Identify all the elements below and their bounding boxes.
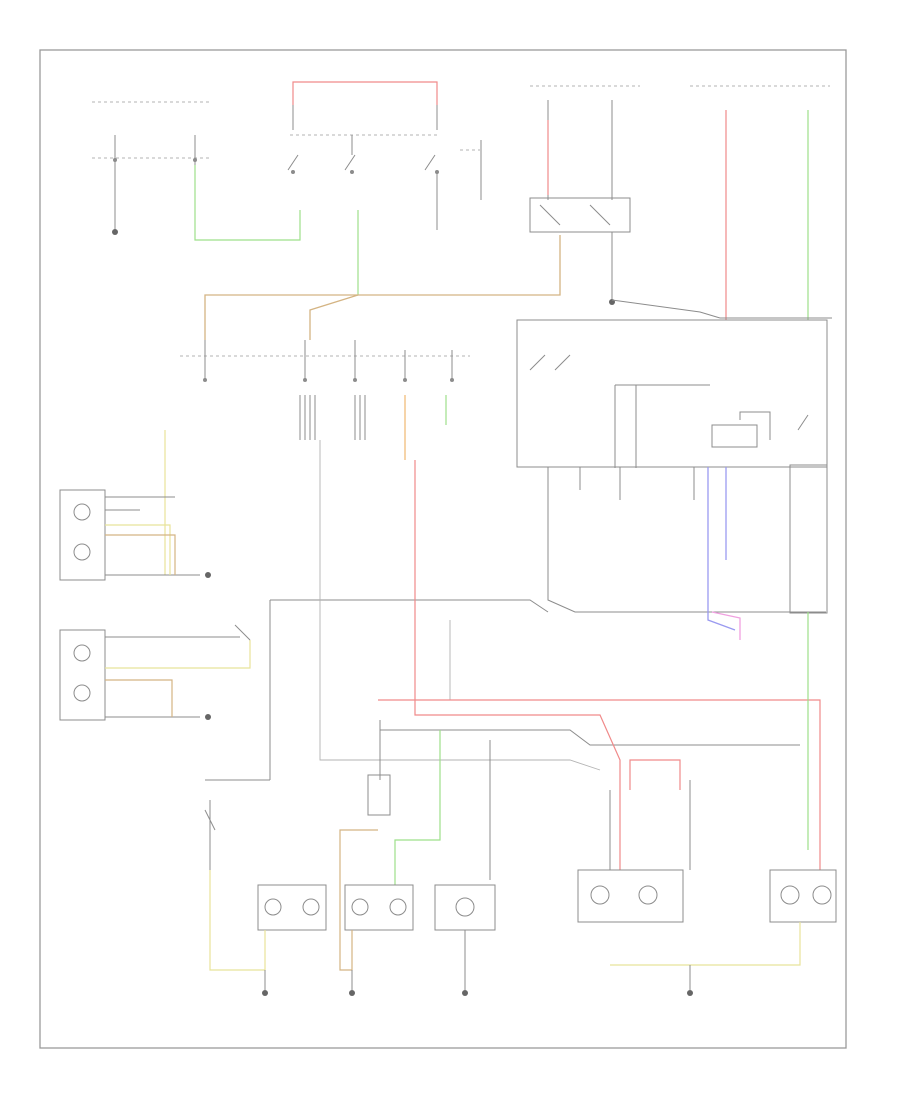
wire-tan-lamp2 (105, 679, 173, 717)
wire-red-loop (629, 759, 681, 790)
relay-block-top-right (529, 85, 830, 319)
side-switch (234, 624, 251, 641)
control-module (516, 319, 828, 613)
lamp-group-lower (59, 629, 240, 721)
ground-symbol (112, 229, 118, 235)
headlamp-switch (92, 101, 212, 235)
ground-bottom-4 (687, 990, 693, 996)
wire-red-main (414, 460, 621, 870)
lamp-unit-1 (205, 779, 327, 931)
lamp-unit-2 (344, 774, 414, 931)
lamp-unit-3 (434, 884, 496, 996)
wire-yellow-bottom-right (610, 922, 801, 966)
right-connector (789, 464, 828, 614)
wire-tan-branch (309, 294, 359, 340)
wire-tan-bottom2 (339, 829, 378, 971)
ground-bottom-2 (349, 990, 355, 996)
wire-pink (711, 611, 741, 640)
lamp-unit-5 (769, 869, 837, 923)
diagram-frame (39, 49, 847, 1049)
wire-yellow-lamp2 (105, 640, 251, 669)
wire-red-top (292, 81, 438, 105)
ground-lamp2 (205, 714, 211, 720)
wire-green-bottom (394, 730, 441, 885)
wire-green-left (194, 165, 301, 241)
ground-lamp1 (205, 572, 211, 578)
wire-tan-lamp1 (105, 534, 176, 575)
ground-bottom-1 (262, 990, 268, 996)
fuse-bus (180, 340, 470, 440)
light-switch (287, 105, 482, 230)
wire-tan-bus (204, 235, 561, 340)
wire-blue (707, 467, 736, 631)
wire-red-right (378, 699, 821, 870)
wire-yellow-bottom1 (209, 870, 266, 971)
wire-yellow-lamp1 (105, 524, 171, 575)
lamp-unit-4 (577, 780, 691, 923)
